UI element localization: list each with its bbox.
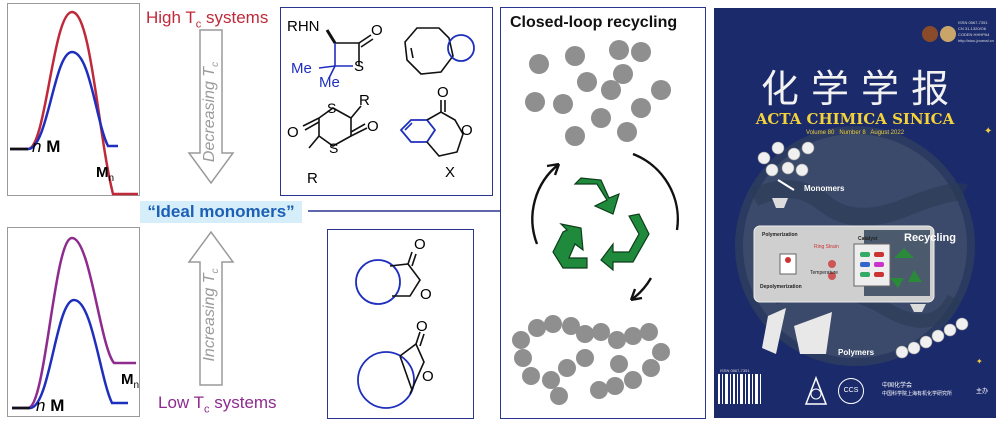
lactam-s: S (354, 58, 365, 75)
dithiane-s2: S (329, 140, 339, 156)
cover-ring-strain: Ring Strain (814, 244, 839, 250)
increasing-sub: c (210, 268, 222, 274)
increasing-text: Increasing T (200, 273, 218, 362)
low-tc-structures-box: O O O O (327, 229, 474, 419)
lactam-me1: Me (291, 60, 312, 77)
svg-text:✦: ✦ (976, 357, 983, 366)
bottom-o4: O (422, 368, 434, 385)
cover-issue: Volume 80 Number 8 August 2022 (805, 130, 905, 136)
cover-title-cn: 化 学 学 报 (760, 67, 950, 111)
energy-bottom-n: n (36, 396, 46, 415)
cover-polymers: Polymers (838, 348, 875, 357)
energy-diagram-top (10, 10, 138, 196)
high-tc-structures-box: RHN O Me Me S R S O O S R O O X (280, 7, 493, 196)
recycling-graphic (512, 40, 679, 405)
dithiane-r1: R (359, 92, 370, 109)
increasing-arrow (187, 230, 235, 386)
cover-depolymerization: Depolymerization (760, 284, 802, 290)
benzo-x: X (445, 164, 456, 181)
structures-top-svg (302, 27, 475, 157)
high-tc-sub: c (195, 18, 202, 31)
energy-panel-bottom: n M Mn (7, 227, 140, 417)
increasing-label: Increasing Tc (201, 268, 221, 361)
svg-text:✦: ✦ (984, 126, 992, 137)
cover-publisher2: 中国科学院上海有机化学研究所 (882, 391, 953, 397)
high-tc-tail: systems (201, 8, 269, 27)
cover-ccs-text: CCS (843, 387, 859, 394)
structures-bottom-svg (355, 251, 425, 409)
decreasing-text: Decreasing T (200, 66, 218, 163)
decreasing-arrow (187, 29, 235, 185)
dithiane-s1: S (327, 100, 337, 116)
cover-monomers: Monomers (804, 184, 845, 193)
cover-zhuban: 主办 (976, 389, 989, 395)
ideal-monomers-label: “Ideal monomers” (140, 201, 302, 223)
cover-cn-code: CN 31-1320/O6 (958, 26, 987, 31)
bottom-o2: O (420, 286, 432, 303)
energy-bottom-product-sub: n (133, 380, 140, 391)
recycling-title: Closed-loop recycling (510, 14, 678, 31)
journal-cover: ✦ ✦ ISSN 0567-7351 CN 31-1320/O6 CODEN H… (714, 8, 996, 418)
energy-top-product: Mn (96, 164, 114, 184)
low-tc-tail: systems (209, 393, 277, 412)
energy-top-m: M (46, 137, 61, 156)
dithiane-o1: O (287, 124, 299, 141)
energy-bottom-product-m: M (121, 371, 134, 388)
cover-issn-top: ISSN 0567-7351 (958, 20, 988, 25)
energy-diagram-bottom (12, 236, 136, 410)
energy-bottom-reactant: n M (36, 396, 64, 416)
lactam-rhn: RHN (287, 18, 320, 35)
recycling-box: Closed-loop recycling (500, 7, 706, 419)
cover-ccs-badge: CCS (838, 378, 864, 404)
bottom-o3: O (416, 318, 428, 335)
cover-recycling: Recycling (904, 232, 956, 244)
low-tc-sub: c (204, 403, 210, 416)
energy-panel-top: n M Mn (7, 3, 140, 196)
dithiane-o2: O (367, 118, 379, 135)
cover-temperature: Temperature (810, 270, 839, 276)
lactam-o: O (371, 22, 383, 39)
lactam-me2: Me (319, 74, 340, 91)
ideal-connector (308, 210, 513, 212)
bottom-o1: O (414, 236, 426, 253)
energy-top-n: n (32, 137, 42, 156)
cover-catalyst: Catalyst (858, 236, 878, 242)
cover-url: http://sioc-journal.cn (958, 38, 994, 43)
cover-art: ✦ ✦ (718, 26, 992, 405)
cover-coden: CODEN HHHPA4 (958, 32, 990, 37)
low-tc-text: Low T (158, 393, 204, 412)
cover-publisher1: 中国化学会 (882, 383, 913, 389)
dithiane-r2: R (307, 170, 318, 187)
energy-top-product-m: M (96, 164, 109, 181)
benzo-o1: O (437, 84, 449, 101)
cover-title-en: ACTA CHIMICA SINICA (755, 110, 955, 128)
cover-polymerization: Polymerization (762, 232, 798, 238)
decreasing-label: Decreasing Tc (201, 62, 221, 162)
energy-top-product-sub: n (108, 173, 115, 184)
high-tc-text: High T (146, 8, 196, 27)
low-tc-label: Low Tc systems (158, 393, 277, 415)
high-tc-label: High Tc systems (146, 8, 268, 30)
energy-bottom-m: M (50, 396, 65, 415)
benzo-o2: O (461, 122, 473, 139)
energy-top-reactant: n M (32, 137, 60, 157)
energy-bottom-product: Mn (121, 371, 139, 391)
decreasing-sub: c (210, 61, 222, 67)
cover-issn-bottom: ISSN 0567-7351 (720, 368, 750, 373)
